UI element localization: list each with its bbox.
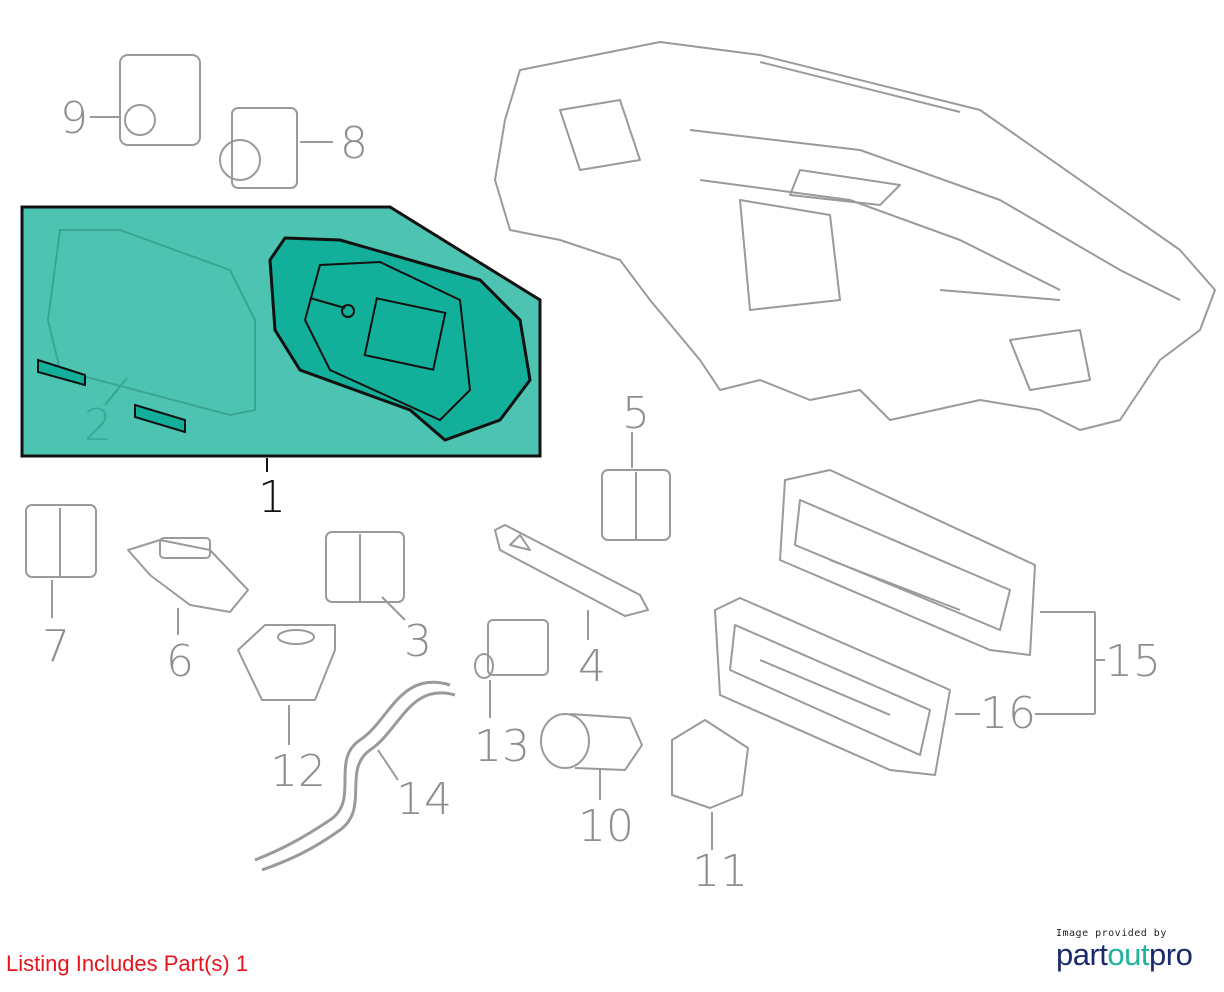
part-8-drawing [219, 107, 298, 189]
callout-6: 6 [166, 636, 194, 687]
part-4-drawing [494, 524, 649, 617]
part-12-drawing [237, 624, 336, 701]
part-11-drawing [671, 719, 749, 809]
callout-8: 8 [340, 118, 368, 169]
callout-7: 7 [42, 621, 70, 672]
callout-9: 9 [60, 93, 88, 144]
callout-13: 13 [474, 721, 530, 772]
callout-16: 16 [980, 688, 1036, 739]
part-13-drawing [474, 619, 549, 679]
part-15-drawing [779, 469, 1036, 656]
part-14-drawing [254, 680, 456, 872]
callout-3: 3 [404, 616, 432, 667]
part-3-drawing [325, 531, 405, 603]
part-16-drawing [714, 597, 951, 776]
highlighted-part-1-panel [20, 205, 542, 472]
part-5-drawing [601, 469, 671, 541]
logo-pro: pro [1149, 937, 1193, 972]
logo-out: out [1107, 937, 1150, 972]
part-6-drawing [127, 537, 249, 613]
callout-2: 2 [84, 400, 112, 451]
callout-11: 11 [692, 846, 748, 897]
callout-14: 14 [396, 774, 452, 825]
part-9-drawing [119, 54, 201, 146]
callout-1: 1 [258, 472, 286, 523]
credit-caption: Image provided by [1056, 928, 1167, 939]
partoutpro-logo: partoutpro [1056, 937, 1193, 973]
partoutpro-credit: Image provided by partoutpro [1056, 928, 1193, 973]
logo-part: part [1056, 937, 1108, 972]
part-10-drawing [540, 713, 643, 771]
callout-12: 12 [270, 746, 326, 797]
part-7-drawing [25, 504, 97, 578]
callout-15: 15 [1105, 636, 1161, 687]
callout-4: 4 [578, 641, 606, 692]
callout-5: 5 [622, 388, 650, 439]
callout-10: 10 [578, 801, 634, 852]
leader-lines [51, 116, 1105, 850]
instrument-panel-drawing [494, 41, 1216, 431]
listing-note: Listing Includes Part(s) 1 [6, 951, 249, 976]
